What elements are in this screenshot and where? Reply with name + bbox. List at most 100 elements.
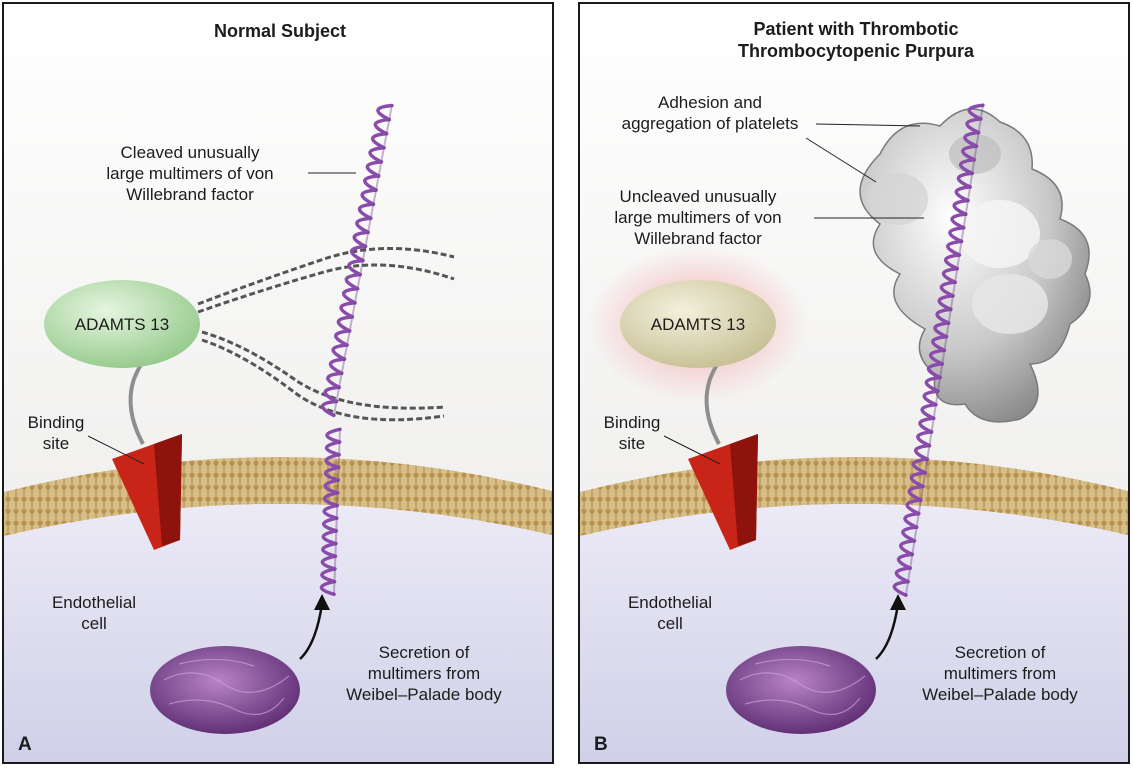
coil-turn <box>321 516 339 533</box>
coil-turn <box>324 440 342 457</box>
binding-b-line-1: Binding <box>603 413 661 432</box>
coil-turn <box>344 272 362 291</box>
coil-back <box>361 246 367 261</box>
coil-back <box>348 316 354 332</box>
weibel-palade-body <box>150 646 300 734</box>
panel-letter-a: A <box>18 734 32 755</box>
uncleaved-line-2: large multimers of von <box>614 208 782 227</box>
coil-back <box>343 344 349 360</box>
coil-back <box>364 232 370 247</box>
coil-turn <box>931 334 949 352</box>
coil-turn <box>943 253 962 271</box>
weibel-palade-body-b <box>726 646 876 734</box>
coil-back <box>351 302 356 318</box>
coil-back <box>969 173 974 188</box>
coil-back <box>904 581 910 596</box>
coil-turn <box>905 498 923 516</box>
coil-turn <box>965 117 983 135</box>
coil-turn <box>892 579 910 597</box>
coil-back <box>369 203 375 219</box>
coil-turn <box>323 385 341 404</box>
diagram-b <box>580 4 1128 762</box>
coil-back <box>928 431 933 446</box>
coil-back <box>941 350 946 365</box>
coil-turn <box>961 144 979 162</box>
coil-back <box>372 189 378 205</box>
coil-back <box>377 161 383 177</box>
coil-turn <box>933 321 951 339</box>
binding-line-1: Binding <box>27 413 85 432</box>
coil-turn <box>320 567 337 584</box>
binding-b-line-2: site <box>618 434 646 453</box>
coil-back <box>911 540 916 555</box>
coil-back <box>951 282 957 296</box>
coil-turn <box>909 470 927 489</box>
uncleaved-multimer-label: Uncleaved unusually large multimers of v… <box>582 186 814 249</box>
cleaved-label-line-1: Cleaved unusually <box>120 143 260 162</box>
binding-site-label-b: Binding site <box>592 412 672 454</box>
coil-back <box>356 274 362 289</box>
coil-back <box>353 288 359 303</box>
endothelial-cell-label-b: Endothelial cell <box>610 592 730 634</box>
coil-back <box>973 145 978 160</box>
coil-turn <box>322 503 339 520</box>
coil-turn <box>954 185 972 203</box>
coil-turn <box>958 157 977 176</box>
coil-turn <box>941 266 959 284</box>
coil-turn <box>363 174 381 192</box>
coil-turn <box>360 188 378 206</box>
coil-turn <box>325 427 342 444</box>
cleaved-label-line-2: large multimers of von <box>106 164 274 183</box>
coil-back <box>922 472 927 487</box>
coil-turn <box>939 280 957 298</box>
coil-turn <box>349 244 368 263</box>
coil-turn <box>322 491 340 508</box>
coil-turn <box>901 525 919 543</box>
coil-back <box>346 330 351 346</box>
coil-turn <box>924 375 942 393</box>
coil-back <box>939 363 944 378</box>
secretion-label-a: Secretion of multimers from Weibel–Palad… <box>324 642 524 705</box>
coil-back <box>977 118 982 133</box>
panel-b-title-line-2: Thrombocytopenic Purpura <box>737 41 975 61</box>
coil-turn <box>365 160 384 178</box>
coil-back <box>926 445 931 460</box>
coil-back <box>960 227 965 242</box>
secretion-arrow <box>299 603 324 660</box>
coil-turn <box>920 402 938 421</box>
coil-back <box>979 105 984 120</box>
coil-turn <box>323 478 340 495</box>
coil-back <box>947 309 952 324</box>
coil-turn <box>320 554 338 571</box>
adamts13-enzyme-shape-b <box>620 280 776 368</box>
coil-back <box>380 147 385 163</box>
binding-site-label-a: Binding site <box>16 412 96 454</box>
endothelial-cell <box>4 504 552 762</box>
adamts13-label-a: ADAMTS 13 <box>74 315 170 334</box>
panel-a: Normal Subject Cleaved unusually large m… <box>2 2 554 764</box>
platelet-line-1: Adhesion and <box>658 93 762 112</box>
panel-b-title-line-1: Patient with Thrombotic <box>753 19 959 39</box>
coil-back <box>975 132 980 147</box>
coil-back <box>945 322 950 337</box>
coil-back <box>335 387 341 402</box>
coil-turn <box>334 329 352 347</box>
coil-turn <box>331 343 349 361</box>
coil-turn <box>948 225 966 244</box>
coil-back <box>934 390 939 405</box>
coil-back <box>340 358 346 374</box>
coil-turn <box>903 511 921 529</box>
coil-back <box>359 260 364 275</box>
coil-back <box>338 373 343 388</box>
cleaved-label-line-3: Willebrand factor <box>126 185 254 204</box>
coil-back <box>907 567 912 582</box>
coil-back <box>932 404 937 419</box>
coil-back <box>966 186 972 201</box>
cleaved-multimer-label: Cleaved unusually large multimers of von… <box>74 142 306 205</box>
coil-turn <box>355 216 373 235</box>
coil-turn <box>324 452 341 470</box>
coil-back <box>936 377 942 392</box>
secretion-b-line-3: Weibel–Palade body <box>922 685 1078 704</box>
coil-back <box>930 418 935 433</box>
coil-turn <box>896 552 915 570</box>
